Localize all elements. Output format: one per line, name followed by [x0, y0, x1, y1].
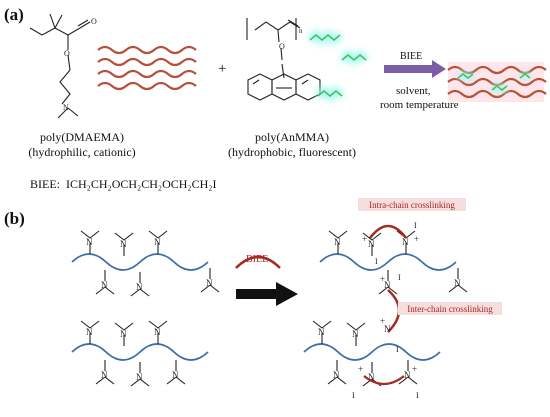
charge-plus: +	[362, 234, 367, 244]
iodide-ion: I	[375, 257, 378, 266]
poly2-desc: (hydrophobic, fluorescent)	[228, 145, 356, 159]
chain-atom-n: N	[172, 370, 179, 380]
iodide-ion: I	[352, 391, 355, 400]
chain-atom-n: N	[352, 329, 359, 339]
crosslinked-chain-bottom	[303, 320, 441, 387]
biee-formula: ICH₂CH₂OCH₂CH₂OCH₂CH₂I	[66, 177, 216, 191]
chain-atom-n: N	[120, 329, 127, 339]
reaction-arrow	[384, 60, 446, 78]
chain-atom-n: N	[402, 237, 409, 247]
chain-atom-n: N	[404, 370, 411, 380]
chain-atom-n: N	[154, 237, 161, 247]
reaction-reagent: BIEE	[400, 51, 422, 62]
biee-arc	[235, 255, 281, 269]
chain-atom-n: N	[384, 324, 391, 334]
chain-atom-n: N	[136, 282, 143, 292]
atom-o-ester: O	[64, 49, 70, 58]
chain-atom-n: N	[101, 370, 108, 380]
iodide-ion: I	[416, 391, 419, 400]
dmaema-wavy-chains	[97, 45, 197, 91]
chain-atom-n: N	[454, 278, 461, 288]
plus-sign: +	[218, 61, 226, 77]
chain-atom-n: N	[136, 372, 143, 382]
intra-chain-label: Intra-chain crosslinking	[369, 200, 455, 210]
chain-atom-n: N	[368, 239, 375, 249]
chain-atom-n: N	[206, 278, 213, 288]
polymer-chain-top-left	[71, 230, 220, 297]
crosslinked-chain-top	[319, 230, 468, 295]
biee-reagent-label: BIEE	[246, 254, 268, 265]
iodide-ion: I	[398, 273, 401, 282]
anmma-structure	[246, 18, 321, 101]
intra-chain-label-box	[358, 198, 466, 211]
poly1-name: poly(DMAEMA)	[40, 130, 124, 144]
chain-atom-n: N	[154, 327, 161, 337]
intra-chain-crosslink-arc-bottom	[363, 375, 405, 386]
biee-formula-prefix: BIEE:	[30, 177, 60, 191]
charge-plus: +	[412, 364, 417, 374]
anmma-subscript-n: n	[299, 27, 303, 35]
chain-atom-n: N	[86, 327, 93, 337]
charge-plus: +	[380, 316, 385, 326]
reaction-condition-solvent: solvent,	[396, 85, 431, 97]
polymer-chain-bottom-left	[71, 320, 209, 387]
charge-plus: +	[414, 234, 419, 244]
poly1-desc: (hydrophilic, cationic)	[28, 145, 135, 159]
chain-atom-n: N	[333, 370, 340, 380]
charge-plus: +	[358, 364, 363, 374]
iodide-ion: I	[414, 221, 417, 230]
iodide-ion: I	[396, 345, 399, 354]
charge-plus: +	[380, 274, 385, 284]
chain-atom-n: N	[101, 280, 108, 290]
panel-a-label: (a)	[4, 5, 24, 24]
dmaema-structure	[29, 13, 91, 119]
chain-atom-n: N	[368, 372, 375, 382]
chain-atom-n: N	[384, 280, 391, 290]
reaction-condition-temperature: room temperature	[380, 99, 459, 111]
poly2-name: poly(AnMMA)	[255, 130, 329, 144]
chain-atom-n: N	[318, 327, 325, 337]
inter-chain-label: Inter-chain crosslinking	[407, 304, 493, 314]
atom-o-carbonyl: O	[91, 17, 97, 26]
product-micelle	[447, 62, 547, 102]
intra-chain-crosslink-arc	[369, 224, 407, 239]
atom-n: N	[63, 103, 69, 112]
inter-chain-label-box	[398, 302, 502, 315]
chain-atom-n: N	[334, 237, 341, 247]
anmma-atom-o: O	[279, 42, 285, 51]
chain-atom-n: N	[120, 239, 127, 249]
panel-b-label: (b)	[4, 209, 25, 228]
chain-atom-n: N	[86, 237, 93, 247]
fluorescent-chains	[307, 29, 369, 102]
crosslink-reaction-arrow	[236, 282, 298, 306]
